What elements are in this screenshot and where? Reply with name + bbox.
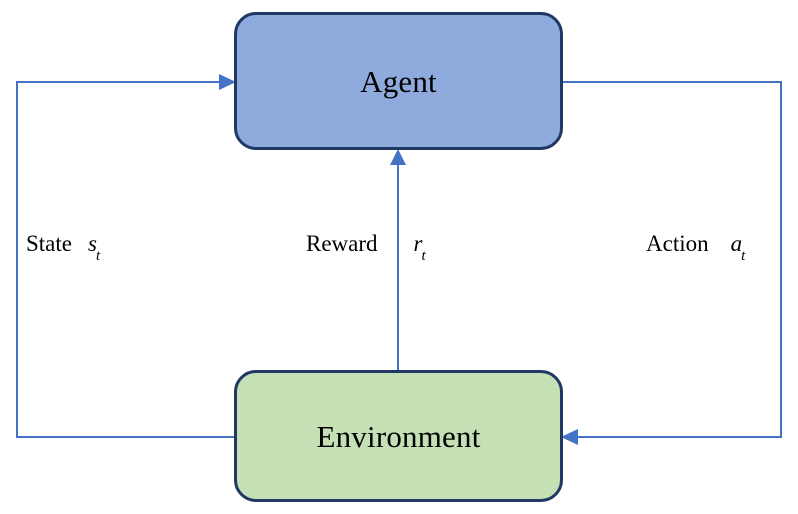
node-agent-label: Agent xyxy=(360,63,437,99)
action-line xyxy=(563,81,782,438)
state-symbol: s xyxy=(88,231,97,256)
action-subscript: t xyxy=(741,247,746,264)
node-environment[interactable]: Environment xyxy=(234,370,563,502)
reward-symbol: r xyxy=(413,231,423,256)
state-subscript: t xyxy=(95,247,101,264)
state-word: State xyxy=(26,231,72,256)
node-environment-label: Environment xyxy=(316,418,481,454)
reward-word: Reward xyxy=(306,231,378,256)
state-arrowhead-icon xyxy=(219,74,236,90)
action-word: Action xyxy=(646,231,709,256)
edge-action xyxy=(561,81,782,445)
action-symbol: a xyxy=(730,231,743,256)
action-arrowhead-icon xyxy=(561,429,578,445)
edge-state xyxy=(16,74,236,438)
edge-reward xyxy=(390,149,406,370)
reward-subscript: t xyxy=(421,247,426,264)
state-line xyxy=(16,81,234,438)
node-agent[interactable]: Agent xyxy=(234,12,563,150)
reward-arrowhead-icon xyxy=(390,149,406,165)
edge-label-reward: Reward rt xyxy=(306,231,427,264)
